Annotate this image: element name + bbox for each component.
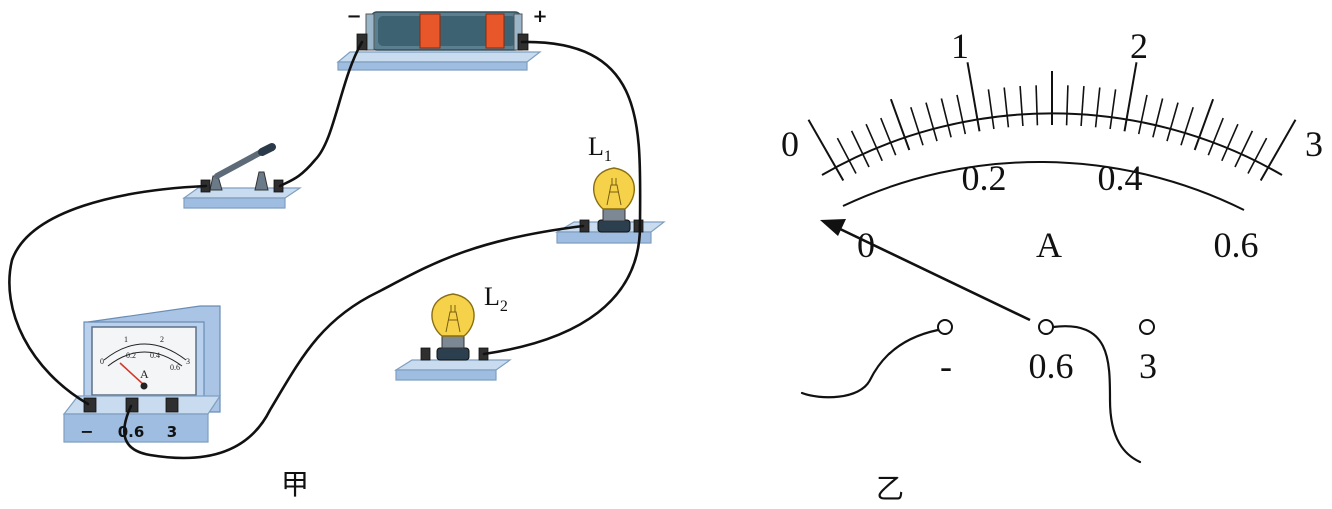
dial-tick [880, 117, 897, 156]
terminal-label-0-6: 0.6 [1029, 346, 1074, 386]
scale-upper-1: 1 [951, 26, 969, 66]
dial-unit-a: A [1036, 225, 1062, 265]
lamp-l2-label: L2 [484, 282, 508, 315]
ammeter: 0 1 2 3 0.2 0.4 0.6 A − 0.6 3 [62, 305, 222, 443]
figure-a-circuit: − + L1 [8, 6, 666, 501]
dial-tick [1152, 98, 1164, 138]
terminal-label-neg: - [940, 346, 952, 386]
dial-tick [1180, 106, 1194, 146]
dial-tick [850, 130, 870, 168]
scale-upper-0: 0 [781, 124, 799, 164]
scale-upper-2: 2 [1130, 26, 1148, 66]
battery: − + [336, 6, 548, 71]
dial-tick [1193, 98, 1215, 151]
terminal-circle-neg [937, 319, 953, 335]
dial-tick [1259, 119, 1297, 181]
dial-tick [940, 98, 952, 138]
dial-tick [836, 137, 857, 174]
needle-arrowhead [820, 219, 846, 236]
terminal-label-3: 3 [1139, 346, 1157, 386]
scale-lower-0: 0 [857, 225, 875, 265]
mini-scale-0-6: 0.6 [170, 363, 180, 372]
dial-ticks [807, 62, 1297, 181]
dial-tick [1207, 117, 1224, 156]
dial-tick [1019, 86, 1024, 127]
mini-scale-0: 0 [100, 357, 104, 366]
terminal-circle-0-6 [1038, 319, 1054, 335]
lamp-l2: L2 [393, 282, 512, 381]
scale-lower-0-2: 0.2 [962, 158, 1007, 198]
wire-neg-terminal [800, 328, 940, 399]
caption-jia: 甲 [281, 470, 309, 501]
dial-tick [1123, 62, 1138, 132]
ammeter-unit: A [140, 367, 149, 381]
dial-tick [1094, 87, 1101, 128]
dial-tick [956, 94, 967, 135]
dial-tick [889, 98, 911, 151]
dial-tick [1247, 137, 1268, 174]
dial-tick [1109, 89, 1117, 130]
battery-negative-label: − [346, 6, 361, 27]
dial-tick [1234, 130, 1254, 168]
mini-scale-2: 2 [160, 335, 164, 344]
lamp-l1-label: L1 [588, 132, 612, 165]
dial-tick [1080, 86, 1085, 127]
ammeter-terminal-0-6: 0.6 [118, 423, 145, 441]
dial-tick [910, 106, 924, 146]
dial-tick [1003, 87, 1010, 128]
wire-0-6-terminal [1051, 325, 1142, 464]
ammeter-terminal-neg: − [80, 422, 93, 441]
scale-lower-0-4: 0.4 [1098, 158, 1143, 198]
mini-scale-0-2: 0.2 [126, 351, 136, 360]
mini-scale-0-4: 0.4 [150, 351, 160, 360]
dial-tick [807, 119, 845, 181]
dial-tick [987, 89, 995, 130]
figure-b-ammeter-dial: 0 1 2 3 0 0.2 0.4 0.6 A - 0.6 3 乙 [781, 26, 1323, 505]
needle [837, 226, 1031, 322]
dial-tick [1221, 123, 1239, 162]
mini-scale-3: 3 [186, 357, 190, 366]
dial-tick [966, 62, 981, 132]
dial-tick [1035, 85, 1039, 126]
ammeter-terminal-3: 3 [167, 423, 177, 441]
wires-figure-a [8, 40, 642, 460]
dial-tick [1065, 85, 1069, 126]
battery-positive-label: + [532, 6, 547, 27]
switch [182, 143, 302, 209]
mini-scale-1: 1 [124, 335, 128, 344]
dial-tick [865, 123, 883, 162]
terminal-circle-3 [1139, 319, 1155, 335]
dial-tick [1166, 102, 1179, 142]
dial-tick [925, 102, 938, 142]
scale-lower-0-6: 0.6 [1214, 225, 1259, 265]
lamp-l1: L1 [554, 132, 666, 244]
caption-yi: 乙 [876, 474, 904, 505]
scale-upper-3: 3 [1305, 124, 1323, 164]
dial-tick [1137, 94, 1148, 135]
